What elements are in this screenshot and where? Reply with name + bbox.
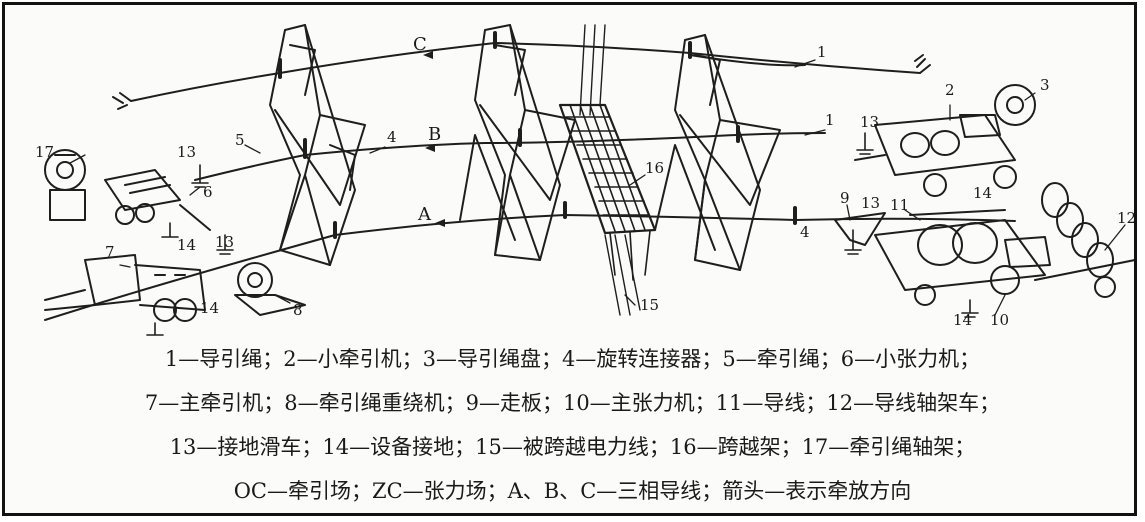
callout-13-left-low: 13	[215, 233, 234, 251]
callout-8: 8	[293, 301, 303, 319]
callout-1-upper: 1	[817, 43, 827, 61]
callout-13-right-low: 13	[861, 194, 880, 212]
callout-4-left: 4	[387, 128, 397, 146]
callout-13-right: 13	[860, 113, 879, 131]
running-board	[834, 212, 886, 246]
callout-14-right-low: 14	[953, 311, 972, 329]
guide-rope-reel	[994, 84, 1036, 126]
callout-14-left: 14	[177, 236, 196, 254]
anchor-right	[914, 54, 931, 74]
phase-a-line	[44, 214, 1016, 321]
callout-7: 7	[105, 243, 115, 261]
crossing-frame	[558, 103, 657, 281]
legend-line-4: OC—牵引场；ZC—张力场；A、B、C—三相导线；箭头—表示牵放方向	[233, 479, 912, 503]
conductor-reel-trailer	[1034, 182, 1134, 298]
arrow-phase-a	[435, 219, 445, 227]
callout-4-right: 4	[800, 223, 810, 241]
callout-leaders	[69, 59, 1126, 316]
callout-14-left-low: 14	[200, 299, 219, 317]
legend-line-3: 13—接地滑车；14—设备接地；15—被跨越电力线；16—跨越架；17—牵引绳轴…	[169, 435, 976, 459]
callout-11: 11	[890, 196, 909, 214]
legend-line-1: 1—导引绳；2—小牵引机；3—导引绳盘；4—旋转连接器；5—牵引绳；6—小张力机…	[164, 347, 981, 371]
transmission-tower-1	[269, 24, 366, 266]
callout-13-left: 13	[177, 143, 196, 161]
callout-1-mid: 1	[825, 111, 835, 129]
grounding-symbols	[146, 132, 979, 336]
callout-15: 15	[640, 296, 659, 314]
transmission-tower-2	[459, 24, 576, 261]
crossed-power-line	[579, 24, 641, 316]
callout-17: 17	[35, 143, 54, 161]
phase-a-label: A	[417, 204, 432, 225]
callout-2: 2	[945, 81, 955, 99]
phase-b-line	[194, 132, 826, 181]
transmission-tower-3	[654, 34, 781, 271]
stringing-construction-diagram: C B A 1 1 2 3 4 4 5 6 7 8 9 10 11 12 13 …	[35, 24, 1136, 336]
small-tensioner	[104, 169, 211, 231]
main-puller	[44, 254, 206, 322]
pull-direction-arrows	[423, 51, 445, 227]
legend-line-2: 7—主牵引机；8—牵引绳重绕机；9—走板；10—主张力机；11—导线；12—导线…	[144, 391, 1001, 415]
guide-rope-reel-stand	[44, 149, 86, 221]
phase-c-label: C	[413, 34, 427, 55]
arrow-phase-c	[423, 51, 433, 59]
callout-9: 9	[840, 189, 850, 207]
callout-5: 5	[235, 131, 245, 149]
callout-16: 16	[645, 159, 664, 177]
arrow-phase-b	[425, 144, 435, 152]
phase-b-label: B	[428, 124, 441, 145]
small-puller	[854, 114, 1017, 197]
callout-10: 10	[990, 311, 1009, 329]
callout-6: 6	[203, 183, 213, 201]
callout-3: 3	[1040, 76, 1050, 94]
callout-14-right: 14	[973, 184, 992, 202]
rope-rewinder	[234, 262, 306, 316]
callout-12: 12	[1117, 209, 1136, 227]
main-tensioner	[874, 209, 1051, 306]
anchor-left	[112, 92, 132, 110]
diagram-frame: C B A 1 1 2 3 4 4 5 6 7 8 9 10 11 12 13 …	[2, 2, 1137, 516]
